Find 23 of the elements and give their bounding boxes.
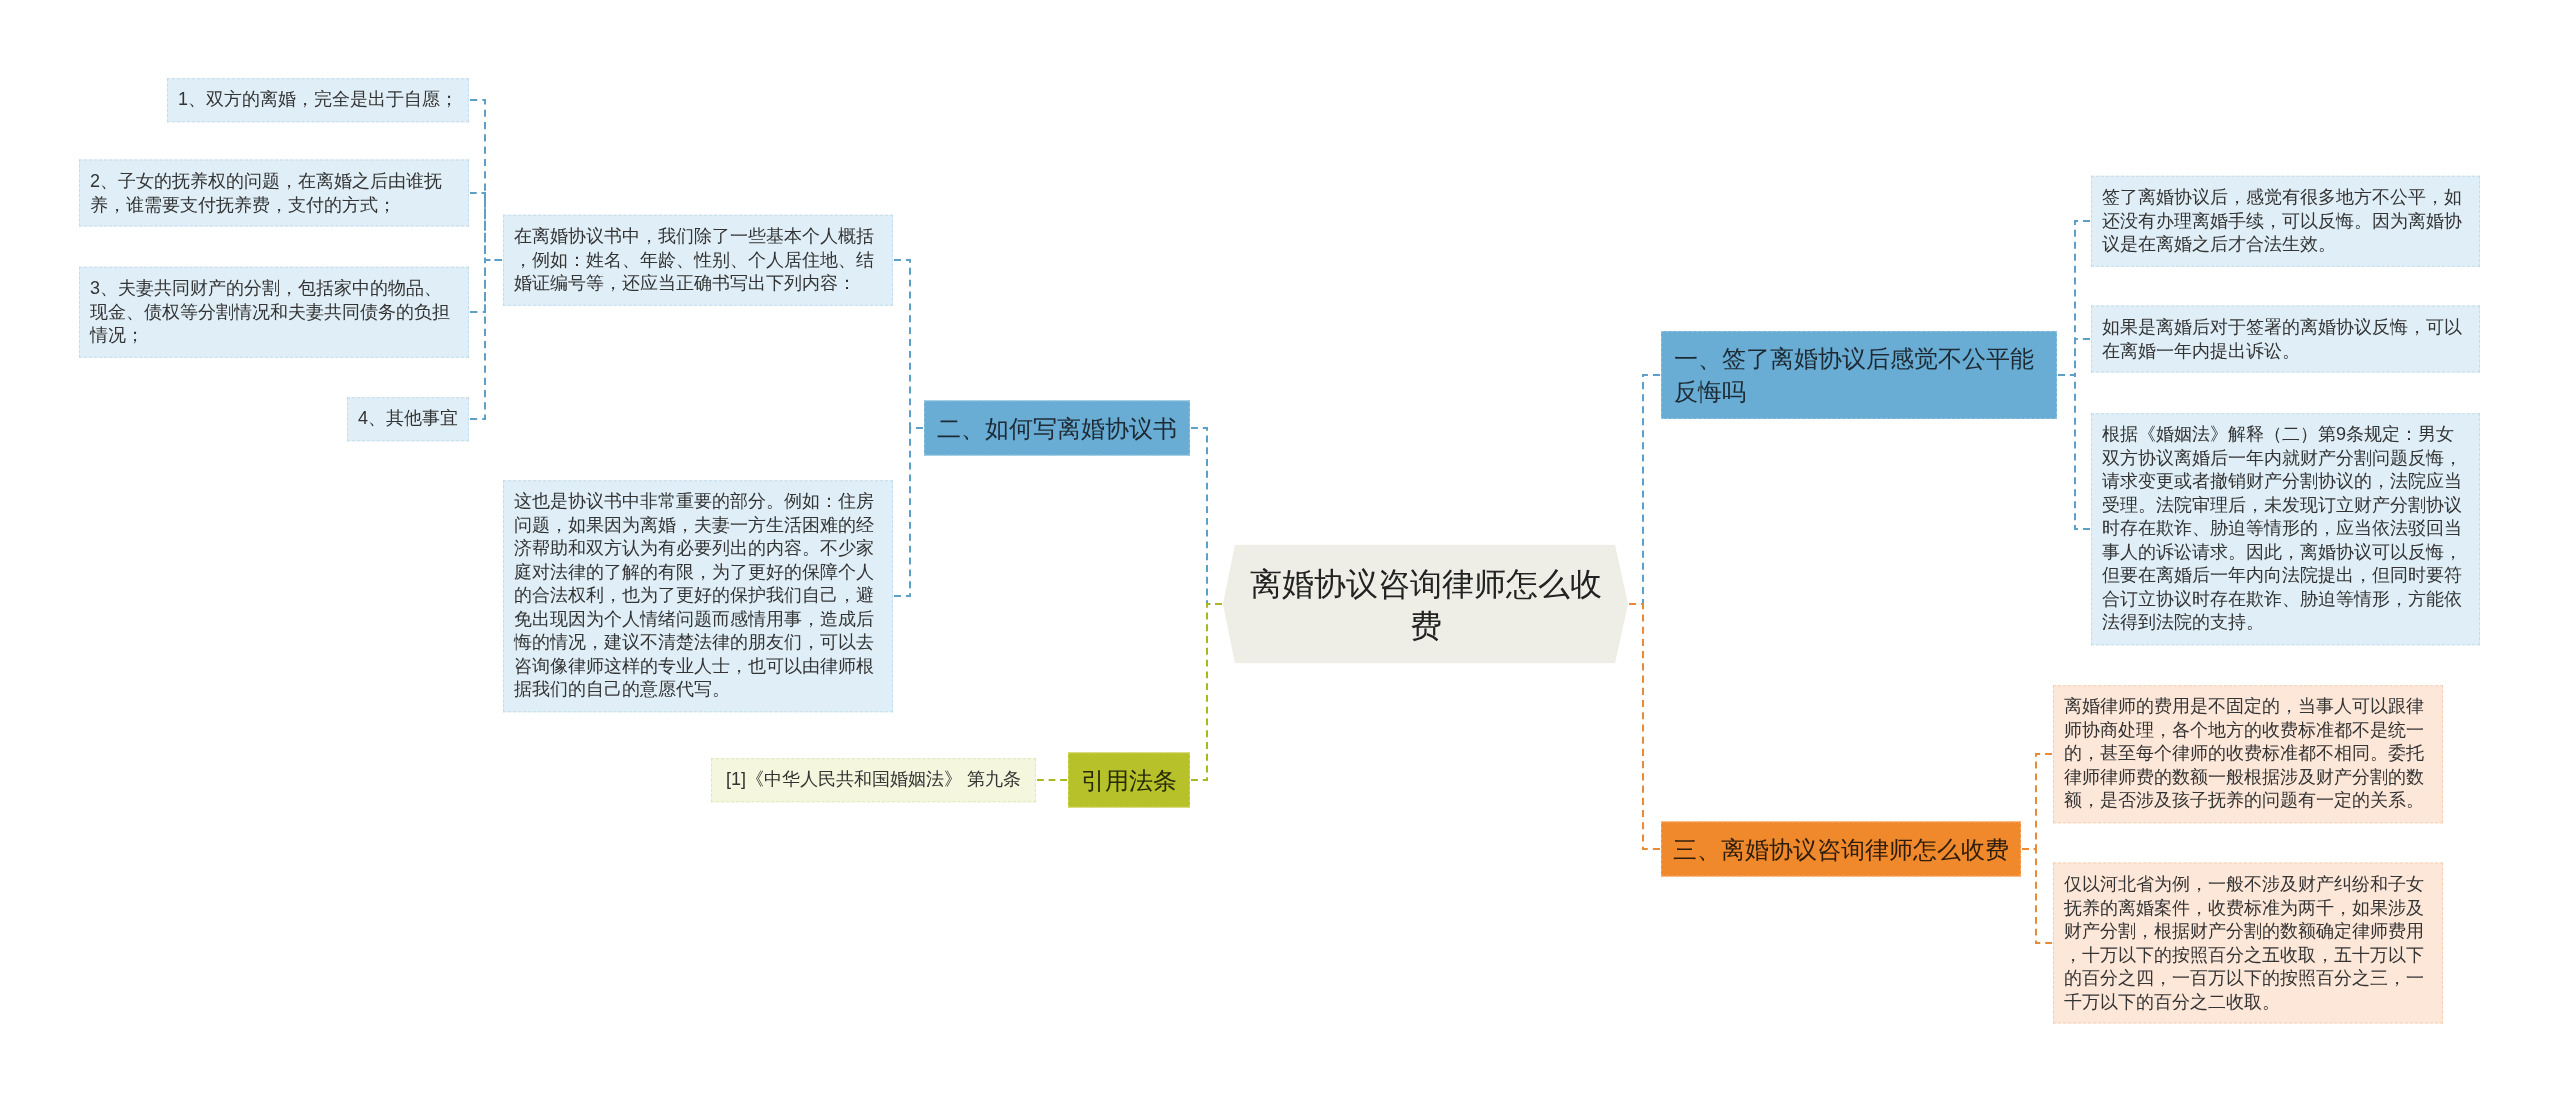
note-box: 在离婚协议书中，我们除了一些基本个人概括，例如：姓名、年龄、性别、个人居住地、结婚证编号等，还应当正确书写出下列内容： bbox=[503, 214, 893, 306]
connector-line bbox=[1036, 779, 1068, 781]
connector-line bbox=[2021, 848, 2053, 944]
central-topic: 离婚协议咨询律师怎么收费 bbox=[1223, 544, 1628, 664]
connector-line bbox=[1190, 603, 1223, 781]
connector-line bbox=[469, 259, 503, 420]
topic-box: 三、离婚协议咨询律师怎么收费 bbox=[1661, 821, 2021, 877]
note-box: 根据《婚姻法》解释（二）第9条规定：男女双方协议离婚后一年内就财产分割问题反悔，请求变更或者撤销财产分割协议的，法院应当受理。法院审理后，未发现订立财产分割协议时存在欺诈、胁迫等情形的，应当依法驳回当事人的诉讼请求。因此，离婚协议可以反悔，但要在离婚后一年内向法院提出，但同时要符合订立协议时存在欺诈、胁迫等情形，方能依法得到法院的支持。 bbox=[2091, 413, 2480, 645]
note-box: 1、双方的离婚，完全是出于自愿； bbox=[167, 78, 469, 122]
topic-box: 引用法条 bbox=[1068, 752, 1190, 808]
topic-box: 一、签了离婚协议后感觉不公平能反悔吗 bbox=[1661, 331, 2057, 419]
topic-box: 二、如何写离婚协议书 bbox=[924, 400, 1190, 456]
note-box: 签了离婚协议后，感觉有很多地方不公平，如还没有办理离婚手续，可以反悔。因为离婚协议是在离婚之后才合法生效。 bbox=[2091, 175, 2480, 267]
note-box: 如果是离婚后对于签署的离婚协议反悔，可以在离婚一年内提出诉讼。 bbox=[2091, 305, 2480, 373]
note-box: 仅以河北省为例，一般不涉及财产纠纷和子女抚养的离婚案件，收费标准为两千，如果涉及财产分割，根据财产分割的数额确定律师费用，十万以下的按照百分之五收取，五十万以下的百分之四，一百万以下的按照百分之三，一千万以下的百分之二收取。 bbox=[2053, 862, 2443, 1024]
note-box: 这也是协议书中非常重要的部分。例如：住房问题，如果因为离婚，夫妻一方生活困难的经济帮助和双方认为有必要列出的内容。不少家庭对法律的了解的有限，为了更好的保障个人的合法权利，也为了更好的保护我们自己，避免出现因为个人情绪问题而感情用事，造成后悔的情况，建议不清楚法律的朋友们，可以去咨询像律师这样的专业人士，也可以由律师根据我们的自己的意愿代写。 bbox=[503, 480, 893, 712]
note-box: 2、子女的抚养权的问题，在离婚之后由谁抚养，谁需要支付抚养费，支付的方式； bbox=[79, 159, 469, 227]
connector-line bbox=[1628, 603, 1661, 850]
note-box: [1]《中华人民共和国婚姻法》 第九条 bbox=[711, 758, 1036, 802]
note-box: 3、夫妻共同财产的分割，包括家中的物品、现金、债权等分割情况和夫妻共同债务的负担情况； bbox=[79, 266, 469, 358]
note-box: 4、其他事宜 bbox=[347, 397, 469, 441]
connector-line bbox=[2057, 374, 2091, 530]
note-box: 离婚律师的费用是不固定的，当事人可以跟律师协商处理，各个地方的收费标准都不是统一的，甚至每个律师的收费标准都不相同。委托律师律师费的数额一般根据涉及财产分割的数额，是否涉及孩子抚养的问题有一定的关系。 bbox=[2053, 685, 2443, 823]
